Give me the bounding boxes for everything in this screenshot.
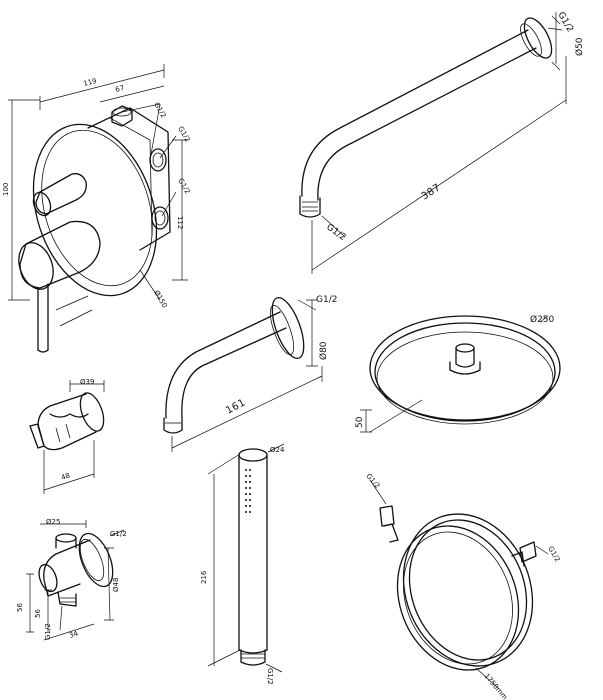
hose-thread2-label: G1/2 (546, 545, 561, 563)
outlet-thread-out-label: G1/2 (110, 530, 127, 538)
holder-diameter-label: Ø39 (80, 378, 94, 386)
holder-depth-label: 48 (60, 472, 71, 482)
outlet-height1-label: 56 (16, 603, 24, 612)
outlet-thread-in-label: G1/2 (44, 623, 52, 640)
outlet-drawing: Ø25 56 56 34 Ø48 G1/2 G1/2 (16, 518, 127, 641)
hand-shower-diameter-label: Ø24 (270, 446, 285, 454)
outlet-height2-label: 56 (34, 609, 42, 618)
mixer-height-right-label: 112 (176, 216, 184, 229)
hand-shower-nozzles (245, 469, 251, 513)
outlet-diameter-label: Ø25 (46, 518, 60, 526)
mixer-width-label: 119 (83, 77, 98, 88)
spout-drawing: 161 G1/2 Ø80 (163, 295, 337, 452)
mixer-thread-side2-label: G1/2 (176, 177, 191, 195)
holder-drawing: Ø39 48 (29, 378, 105, 494)
mixer-depth-label: 67 (115, 84, 126, 94)
mixer-thread-side1-label: G1/2 (176, 125, 191, 143)
outlet-depth-label: 34 (68, 629, 79, 640)
hose-drawing: G1/2 G1/2 1750mm (364, 472, 561, 700)
rain-head-drawing: Ø250 50 (355, 314, 561, 433)
hose-thread1-label: G1/2 (364, 472, 381, 490)
mixer-drawing: 119 67 100 112 G1/2 G1/2 G1/2 Ø150 (2, 64, 192, 353)
hand-shower-thread-label: G1/2 (266, 668, 274, 685)
arm-thread-head-label: G1/2 (324, 222, 347, 243)
hand-shower-length-label: 216 (200, 570, 208, 584)
mixer-diameter-label: Ø150 (152, 289, 168, 309)
mixer-thread-top-label: G1/2 (152, 101, 167, 119)
hand-shower-drawing: Ø24 216 G1/2 (200, 443, 285, 685)
outlet-side-dim-label: Ø48 (112, 578, 120, 592)
spout-thread-label: G1/2 (316, 295, 337, 305)
shower-arm-drawing: 387 G1/2 G1/2 Ø50 (299, 11, 585, 274)
hose-length-label: 1750mm (482, 672, 508, 700)
rain-head-height-label: 50 (355, 416, 365, 428)
rain-head-diameter-label: Ø250 (530, 314, 555, 325)
spout-flange-label: Ø80 (318, 341, 329, 360)
arm-flange-label: Ø50 (574, 37, 585, 56)
mixer-height-label: 100 (2, 183, 10, 196)
